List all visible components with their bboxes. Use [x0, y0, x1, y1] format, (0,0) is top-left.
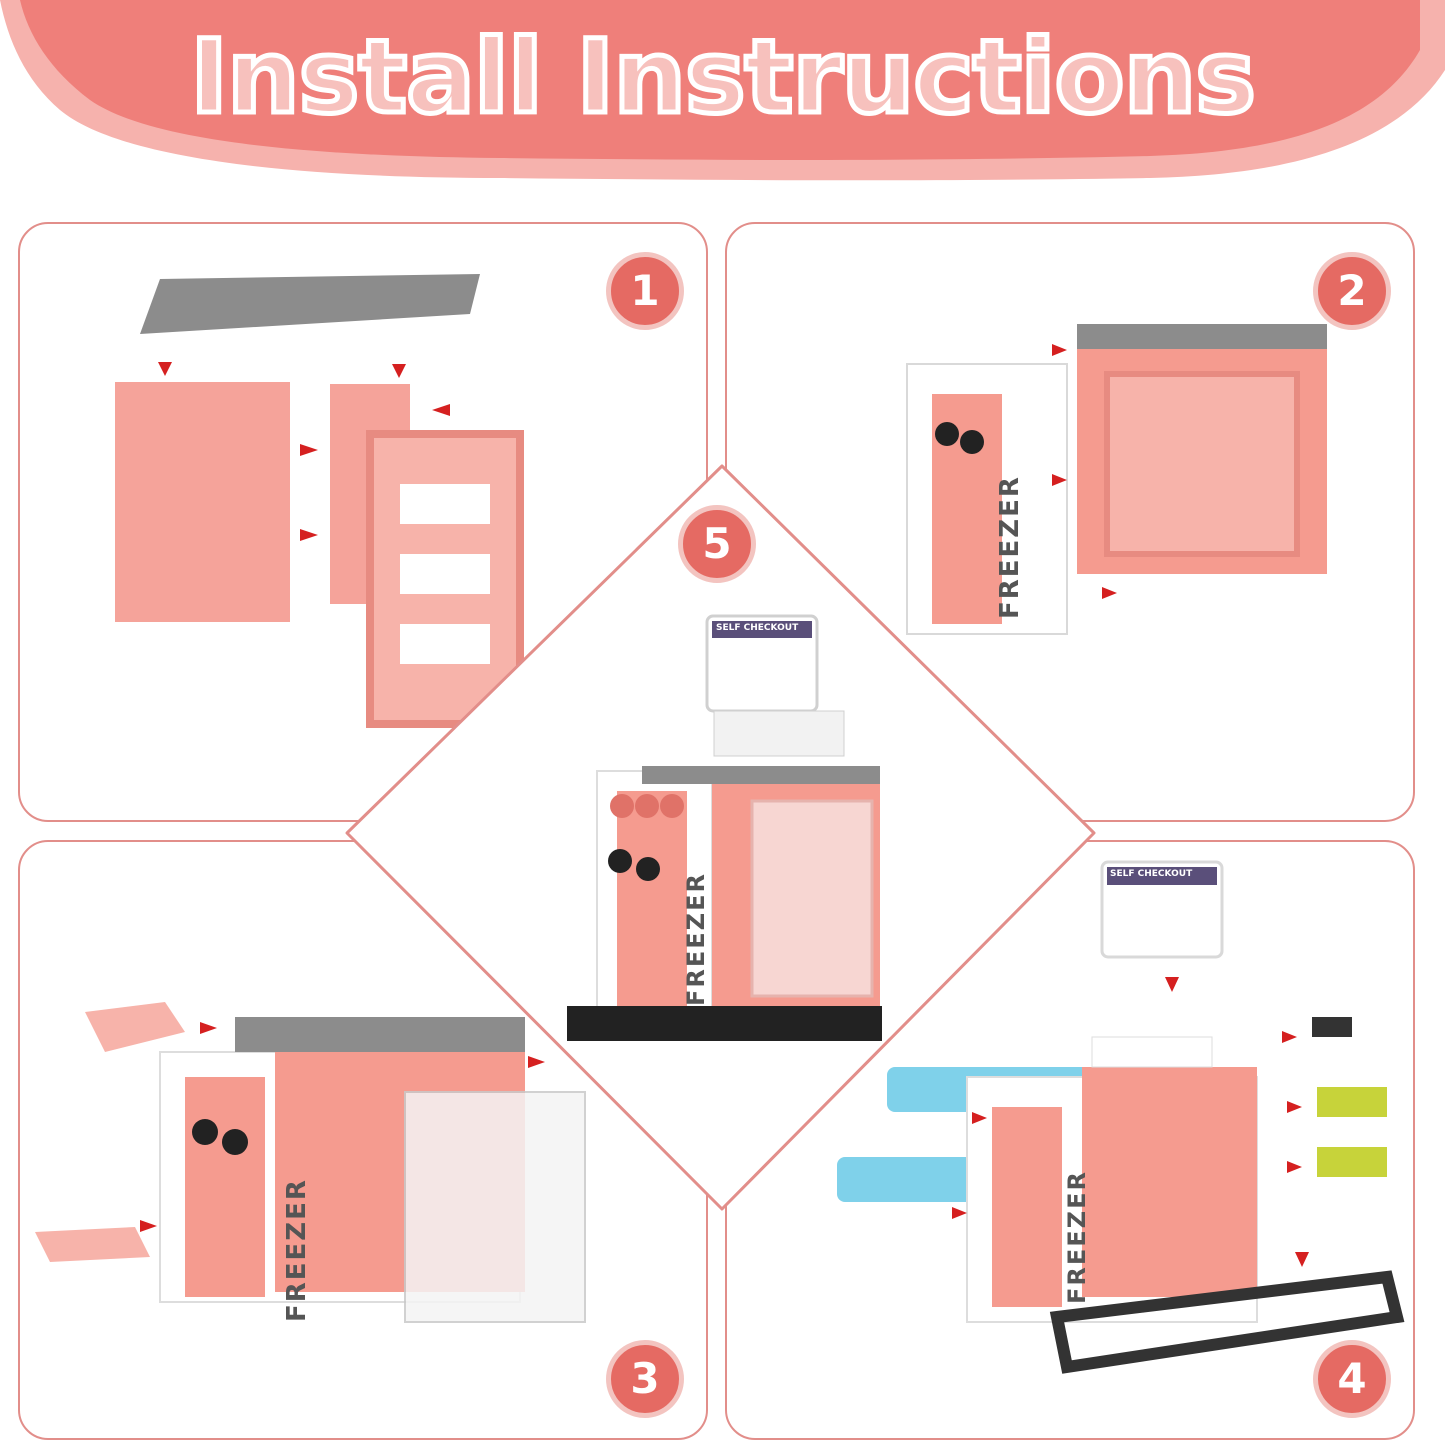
freezer-label-step-3: FREEZER — [282, 1178, 312, 1322]
step-5-diamond-frame — [345, 464, 1096, 1211]
step-5-illustration — [567, 614, 882, 1041]
step-2-illustration — [906, 324, 1327, 635]
step-3-badge: 3 — [606, 1340, 684, 1418]
page-title: Install Instructions — [188, 16, 1259, 140]
self-checkout-label-step-5: SELF CHECKOUT — [716, 623, 799, 633]
step-1-illustration — [115, 274, 524, 728]
step-5-badge: 5 — [678, 505, 756, 583]
step-1-badge: 1 — [606, 252, 684, 330]
step-5-panel: 5 SELF CHECKOUT FREEZER — [342, 461, 1102, 1225]
step-4-panel: 4 SELF CHECKOUT FREEZER — [725, 840, 1415, 1440]
step-4-illustration — [837, 860, 1405, 1374]
step-2-badge: 2 — [1313, 252, 1391, 330]
step-3-illustration — [35, 1002, 586, 1323]
self-checkout-label-step-4: SELF CHECKOUT — [1110, 869, 1193, 879]
freezer-label-step-5: FREEZER — [682, 872, 710, 1006]
step-2-panel: 2 FREEZER — [725, 222, 1415, 822]
header-banner — [0, 0, 1445, 181]
step-4-badge: 4 — [1313, 1340, 1391, 1418]
